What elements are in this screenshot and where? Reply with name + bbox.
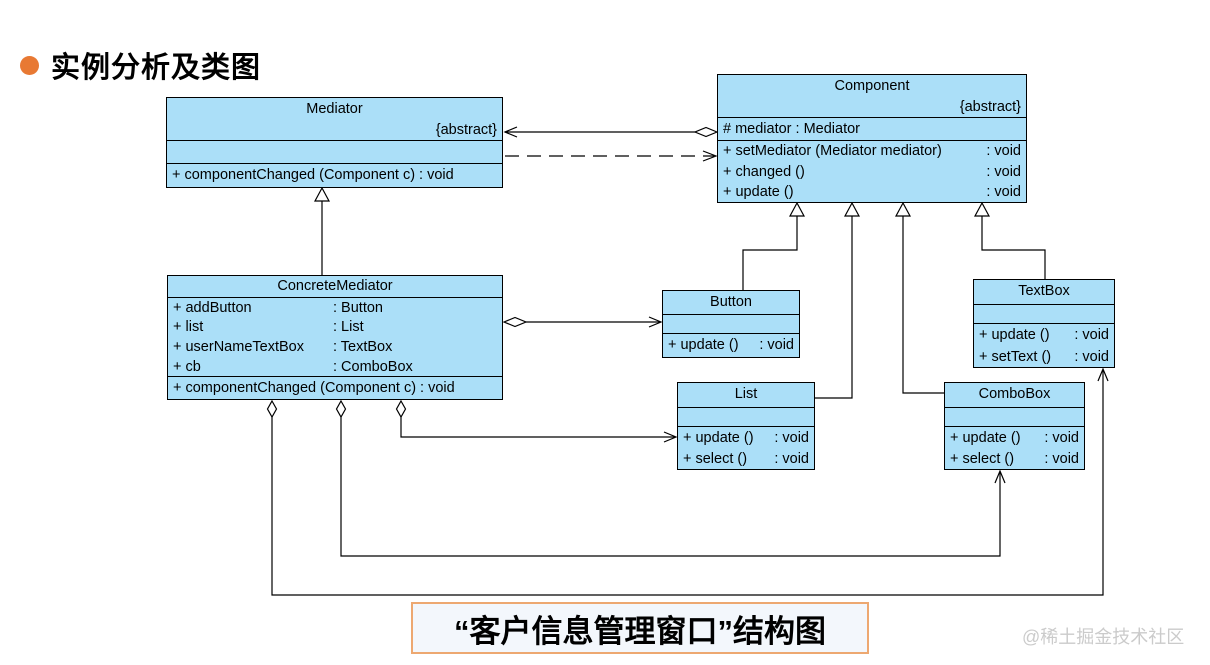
- class-mediator-operations: + componentChanged (Component c) : void: [167, 163, 502, 187]
- class-textbox-header: TextBox: [974, 280, 1114, 304]
- dependency-mediator-component: [505, 150, 718, 162]
- class-stereotype: {abstract}: [959, 98, 1021, 115]
- class-mediator-header: Mediator {abstract}: [167, 98, 502, 140]
- aggregation-concretemediator-list: [395, 399, 678, 443]
- generalization-triangle-icon: [843, 201, 861, 217]
- empty-compartment: [974, 305, 1114, 323]
- class-combobox-operations: + update () : void + select () : void: [945, 426, 1084, 469]
- class-concretemediator: ConcreteMediator + addButton : Button + …: [167, 275, 503, 400]
- aggregation-diamond-icon: [502, 316, 528, 328]
- generalization-concretemediator-mediator: [313, 186, 331, 275]
- class-list-attributes: [678, 407, 814, 426]
- aggregation-diamond-icon: [266, 399, 278, 419]
- open-arrowhead-icon: [1097, 367, 1109, 382]
- class-concretemediator-attributes: + addButton : Button + list : List + use…: [168, 297, 502, 376]
- aggregation-component-mediator: [503, 126, 719, 138]
- generalization-triangle-icon: [894, 201, 912, 217]
- class-name: Button: [710, 294, 752, 310]
- class-list-header: List: [678, 383, 814, 407]
- attribute: # mediator : Mediator: [723, 120, 861, 137]
- class-button-operations: + update () : void: [663, 333, 799, 357]
- operation: + changed () : void: [723, 163, 1021, 180]
- class-textbox-attributes: [974, 304, 1114, 323]
- class-combobox: ComboBox + update () : void + select () …: [944, 382, 1085, 470]
- operation: + update () : void: [683, 429, 809, 446]
- generalization-button-component: [742, 201, 806, 290]
- operation: + componentChanged (Component c) : void: [172, 167, 454, 184]
- class-button-header: Button: [663, 291, 799, 314]
- bullet-icon: [20, 55, 39, 75]
- open-arrowhead-icon: [702, 150, 718, 162]
- class-component-attributes: # mediator : Mediator: [718, 117, 1026, 140]
- class-mediator: Mediator {abstract} + componentChanged (…: [166, 97, 503, 188]
- generalization-triangle-icon: [973, 201, 991, 217]
- attribute: + addButton : Button: [173, 299, 383, 316]
- class-mediator-attributes: [167, 140, 502, 163]
- class-name: List: [734, 386, 758, 402]
- aggregation-diamond-icon: [335, 399, 347, 419]
- class-name: Mediator: [306, 101, 363, 117]
- aggregation-concretemediator-combobox: [335, 399, 1006, 557]
- class-list: List + update () : void + select () : vo…: [677, 382, 815, 470]
- empty-compartment: [678, 408, 814, 426]
- operation: + update () : void: [723, 184, 1021, 200]
- class-concretemediator-header: ConcreteMediator: [168, 276, 502, 297]
- generalization-textbox-component: [973, 201, 1046, 279]
- operation: + select () : void: [950, 451, 1079, 467]
- attribute: + cb : ComboBox: [173, 358, 413, 375]
- operation: + update () : void: [979, 326, 1109, 343]
- class-list-operations: + update () : void + select () : void: [678, 426, 814, 469]
- operation: + setText () : void: [979, 348, 1109, 365]
- attribute: + userNameTextBox : TextBox: [173, 339, 393, 356]
- class-combobox-header: ComboBox: [945, 383, 1084, 407]
- class-name: ConcreteMediator: [277, 278, 393, 294]
- attribute: + list : List: [173, 319, 364, 336]
- class-button: Button + update () : void: [662, 290, 800, 358]
- class-combobox-attributes: [945, 407, 1084, 426]
- generalization-combobox-component: [894, 201, 944, 394]
- open-arrowhead-icon: [994, 469, 1006, 484]
- page-title: 实例分析及类图: [51, 52, 262, 84]
- open-arrowhead-icon: [648, 316, 663, 328]
- class-textbox: TextBox + update () : void + setText () …: [973, 279, 1115, 368]
- watermark: @稀土掘金技术社区: [1022, 627, 1185, 647]
- diagram-caption: “客户信息管理窗口”结构图: [411, 602, 869, 654]
- open-arrowhead-icon: [663, 431, 678, 443]
- generalization-triangle-icon: [788, 201, 806, 217]
- operation: + update () : void: [950, 429, 1079, 446]
- class-concretemediator-operations: + componentChanged (Component c) : void: [168, 376, 502, 399]
- class-component-header: Component {abstract}: [718, 75, 1026, 117]
- aggregation-concretemediator-button: [502, 316, 663, 328]
- aggregation-diamond-icon: [395, 399, 407, 419]
- class-name: TextBox: [1018, 283, 1070, 299]
- operation: + update () : void: [668, 337, 794, 354]
- caption-text: “客户信息管理窗口”结构图: [454, 613, 826, 649]
- operation: + componentChanged (Component c) : void: [173, 379, 455, 396]
- class-name: ComboBox: [978, 386, 1051, 402]
- empty-compartment: [167, 141, 502, 163]
- class-component: Component {abstract} # mediator : Mediat…: [717, 74, 1027, 203]
- class-button-attributes: [663, 314, 799, 333]
- class-component-operations: + setMediator (Mediator mediator) : void…: [718, 140, 1026, 202]
- class-textbox-operations: + update () : void + setText () : void: [974, 323, 1114, 367]
- page-title-row: 实例分析及类图: [20, 44, 261, 86]
- generalization-triangle-icon: [313, 186, 331, 202]
- class-name: Component: [834, 78, 910, 94]
- empty-compartment: [663, 315, 799, 333]
- operation: + setMediator (Mediator mediator) : void: [723, 143, 1021, 159]
- open-arrowhead-icon: [503, 126, 518, 138]
- aggregation-diamond-icon: [693, 126, 719, 138]
- operation: + select () : void: [683, 451, 809, 467]
- generalization-list-component: [815, 201, 861, 399]
- empty-compartment: [945, 408, 1084, 426]
- class-stereotype: {abstract}: [435, 121, 497, 138]
